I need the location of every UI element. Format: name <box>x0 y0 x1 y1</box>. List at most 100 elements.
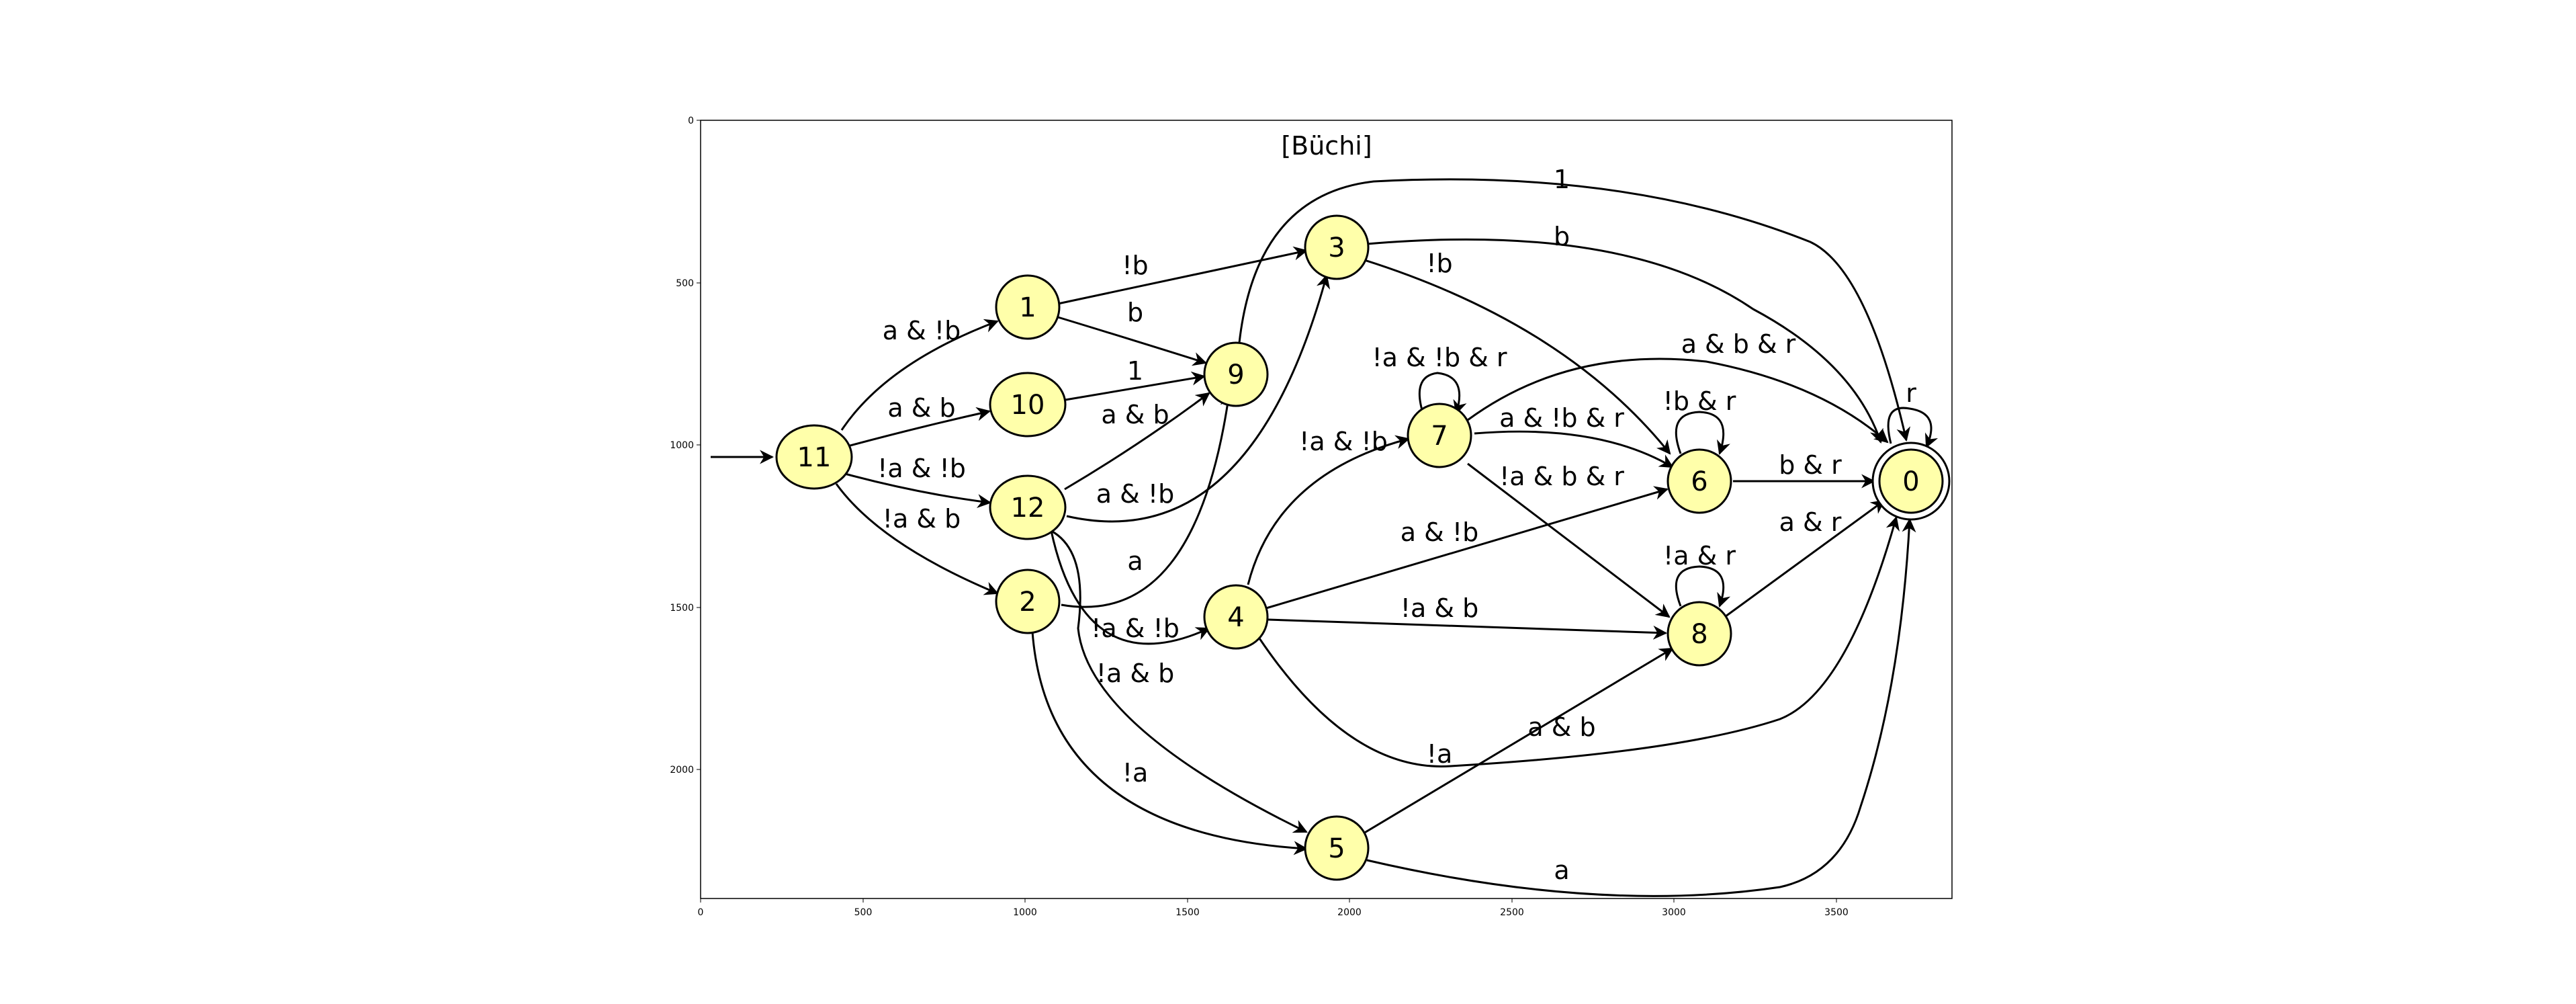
x-tick-label: 500 <box>854 907 873 918</box>
node-7[interactable]: 7 <box>1407 403 1472 468</box>
node-5-circle <box>1304 815 1370 881</box>
y-axis: 0 500 1000 1500 2000 <box>670 116 701 776</box>
node-5-label: 5 <box>1328 833 1345 864</box>
plot-frame <box>700 120 1953 899</box>
edge-8-0 <box>1722 499 1885 620</box>
y-tick-label: 1000 <box>670 440 694 451</box>
node-3[interactable]: 3 <box>1304 214 1370 280</box>
edge-label-11-10: a & b <box>887 393 955 423</box>
edge-10-9 <box>1065 371 1206 401</box>
edge-label-12-5: !a & b <box>1096 659 1174 688</box>
edges <box>711 178 1939 897</box>
y-tick-label: 2000 <box>670 765 694 776</box>
node-10[interactable]: 10 <box>989 372 1067 437</box>
edge-12-5 <box>1051 530 1308 833</box>
node-11-circle <box>775 424 853 490</box>
edge-label-3-6: !b <box>1426 249 1452 278</box>
node-4-label: 4 <box>1227 602 1244 633</box>
node-1-circle <box>995 274 1061 340</box>
node-0-accepting[interactable]: 0 <box>1871 442 1951 521</box>
node-2[interactable]: 2 <box>995 569 1061 634</box>
edge-4-8 <box>1268 618 1668 640</box>
edge-label-4-7: !a & !b <box>1299 427 1388 456</box>
node-1-label: 1 <box>1019 292 1036 323</box>
x-tick-label: 2500 <box>1500 907 1524 918</box>
y-tick-label: 1500 <box>670 603 694 614</box>
node-12-circle <box>989 474 1067 540</box>
edge-label-5-8: a & b <box>1527 712 1595 742</box>
node-2-label: 2 <box>1019 587 1036 618</box>
node-6[interactable]: 6 <box>1667 448 1732 514</box>
edge-4-6 <box>1265 486 1669 610</box>
node-2-circle <box>995 569 1061 634</box>
node-10-label: 10 <box>1011 390 1045 421</box>
edge-label-5-0: a <box>1554 855 1569 885</box>
node-3-label: 3 <box>1328 233 1345 263</box>
edge-label-3-0: b <box>1554 222 1570 251</box>
edge-label-4-0: !a <box>1427 739 1453 769</box>
edge-label-0-0: r <box>1906 378 1916 408</box>
diagram-title: [Büchi] <box>1281 131 1372 161</box>
node-8-circle <box>1667 601 1732 667</box>
edge-11-1 <box>840 319 999 431</box>
node-12[interactable]: 12 <box>989 474 1067 540</box>
edge-label-2-9: a <box>1127 546 1143 576</box>
edge-label-12-3: a & !b <box>1096 479 1174 509</box>
edge-label-4-6: a & !b <box>1401 517 1478 547</box>
edge-labels: a & !b a & b !a & !b !a & b !b b 1 a & b… <box>877 165 1916 885</box>
edge-7-0 <box>1467 358 1889 444</box>
edge-2-9 <box>1061 391 1235 608</box>
edge-11-12 <box>844 472 992 509</box>
node-11[interactable]: 11 <box>775 424 853 490</box>
node-0-label: 0 <box>1902 466 1919 497</box>
edge-label-9-0: 1 <box>1554 165 1570 194</box>
edge-5-8 <box>1363 647 1674 835</box>
edge-7-6 <box>1474 430 1674 468</box>
edge-label-8-8: !a & r <box>1663 541 1736 571</box>
node-8-label: 8 <box>1691 619 1707 650</box>
edge-7-8 <box>1467 462 1671 618</box>
node-9[interactable]: 9 <box>1203 341 1269 407</box>
x-tick-label: 1000 <box>1013 907 1037 918</box>
node-11-label: 11 <box>797 442 832 473</box>
edge-2-5 <box>1031 631 1308 855</box>
node-6-circle <box>1667 448 1732 514</box>
node-8[interactable]: 8 <box>1667 601 1732 667</box>
edge-9-0 <box>1238 178 1911 442</box>
edge-label-1-9: b <box>1127 298 1143 327</box>
edge-label-11-1: a & !b <box>883 316 961 345</box>
edge-5-0 <box>1366 517 1916 897</box>
node-12-label: 12 <box>1011 493 1045 524</box>
edge-label-7-8: !a & b & r <box>1499 462 1624 491</box>
edge-11-10 <box>844 407 991 448</box>
edge-3-6 <box>1360 257 1671 455</box>
node-1[interactable]: 1 <box>995 274 1061 340</box>
edge-7-7-self-loop <box>1418 372 1467 417</box>
node-4-circle <box>1203 584 1269 650</box>
edge-label-12-4: !a & !b <box>1091 614 1180 643</box>
edge-label-7-7: !a & !b & r <box>1372 343 1507 372</box>
node-7-circle <box>1407 403 1472 468</box>
edge-1-9 <box>1057 316 1208 366</box>
x-tick-label: 3500 <box>1824 907 1849 918</box>
edge-label-11-2: !a & b <box>883 504 961 534</box>
x-tick-label: 3000 <box>1662 907 1686 918</box>
y-tick-label: 0 <box>688 116 694 126</box>
node-9-label: 9 <box>1227 360 1244 390</box>
node-7-label: 7 <box>1431 421 1448 452</box>
edge-6-6-self-loop <box>1675 411 1730 455</box>
edge-3-0 <box>1366 238 1883 444</box>
node-4[interactable]: 4 <box>1203 584 1269 650</box>
edge-12-9 <box>1064 392 1210 491</box>
edge-label-6-0: b & r <box>1779 450 1842 480</box>
edge-11-2 <box>835 483 999 595</box>
edge-label-12-9: a & b <box>1101 400 1169 429</box>
edge-label-7-0: a & b & r <box>1681 329 1796 359</box>
edge-label-11-12: !a & !b <box>877 454 966 483</box>
node-5[interactable]: 5 <box>1304 815 1370 881</box>
edge-label-8-0: a & r <box>1779 507 1842 537</box>
edge-4-7 <box>1247 435 1411 585</box>
x-tick-label: 0 <box>698 907 704 918</box>
node-3-circle <box>1304 214 1370 280</box>
